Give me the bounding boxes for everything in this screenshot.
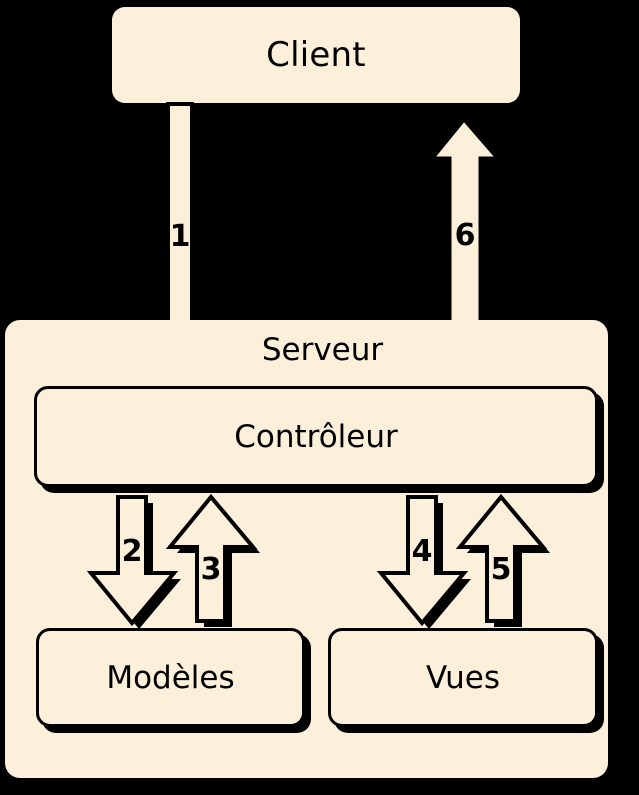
arrow-4-label: 4 <box>411 534 433 569</box>
node-vues: Vues <box>328 628 598 727</box>
arrow-2-body <box>86 495 179 627</box>
node-client: Client <box>112 7 520 103</box>
node-controleur: Contrôleur <box>34 386 598 487</box>
arrow-4-body <box>376 495 469 627</box>
arrow-3-label: 3 <box>200 552 222 587</box>
arrow-6-label: 6 <box>454 218 476 253</box>
arrow-5-label: 5 <box>490 552 512 587</box>
node-serveur-label: Serveur <box>261 332 384 368</box>
arrow-3-body <box>165 493 258 623</box>
node-modeles-label: Modèles <box>106 659 235 696</box>
node-vues-label: Vues <box>426 659 500 696</box>
arrow-5-body <box>455 493 548 623</box>
arrow-2-label: 2 <box>121 534 143 569</box>
arrow-2-controleur-to-modeles: 2 <box>86 495 183 629</box>
node-controleur-label: Contrôleur <box>234 418 398 455</box>
arrow-4-controleur-to-vues: 4 <box>376 495 473 629</box>
node-modeles: Modèles <box>36 628 305 727</box>
arrow-1-label: 1 <box>169 219 191 254</box>
arrow-5-vues-to-controleur: 5 <box>455 493 551 628</box>
node-client-label: Client <box>266 35 366 75</box>
arrow-3-modeles-to-controleur: 3 <box>165 493 261 628</box>
